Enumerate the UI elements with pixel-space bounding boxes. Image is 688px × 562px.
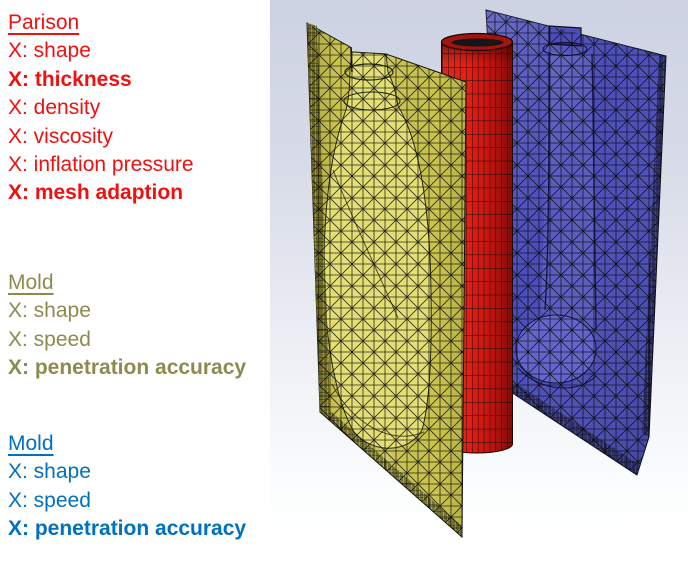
parameter-line: X: penetration accuracy bbox=[8, 356, 247, 380]
group-title-parison: Parison bbox=[8, 11, 80, 34]
parison-parameter-group: Parison X: shape X: thickness X: density… bbox=[8, 9, 194, 208]
mold-back-parameter-group: Mold X: shape X: speed X: penetration ac… bbox=[8, 430, 246, 544]
parison-top-opening bbox=[451, 38, 504, 47]
parameter-line: X: viscosity bbox=[8, 124, 114, 148]
parameter-line: X: density bbox=[8, 96, 101, 120]
parameter-line: X: speed bbox=[8, 327, 91, 351]
mold-back-blue bbox=[485, 9, 667, 476]
mold-front-parameter-group: Mold X: shape X: speed X: penetration ac… bbox=[8, 269, 246, 383]
parameter-line: X: thickness bbox=[8, 67, 132, 91]
mold-front-yellow bbox=[306, 22, 467, 539]
parameter-line: X: shape bbox=[8, 39, 91, 63]
mold-front-mesh bbox=[307, 23, 466, 537]
group-title-mold-front: Mold bbox=[8, 271, 54, 294]
parameter-line: X: shape bbox=[8, 299, 91, 323]
parameter-line: X: penetration accuracy bbox=[8, 517, 247, 541]
mold-back-mesh bbox=[486, 10, 666, 475]
parameter-line: X: inflation pressure bbox=[8, 153, 194, 177]
group-title-mold-back: Mold bbox=[8, 432, 54, 455]
parameter-line: X: mesh adaption bbox=[8, 181, 184, 205]
simulation-viewport bbox=[270, 0, 688, 562]
parameter-panel: Parison X: shape X: thickness X: density… bbox=[0, 0, 270, 562]
parameter-line: X: shape bbox=[8, 460, 91, 484]
parameter-line: X: speed bbox=[8, 488, 91, 512]
